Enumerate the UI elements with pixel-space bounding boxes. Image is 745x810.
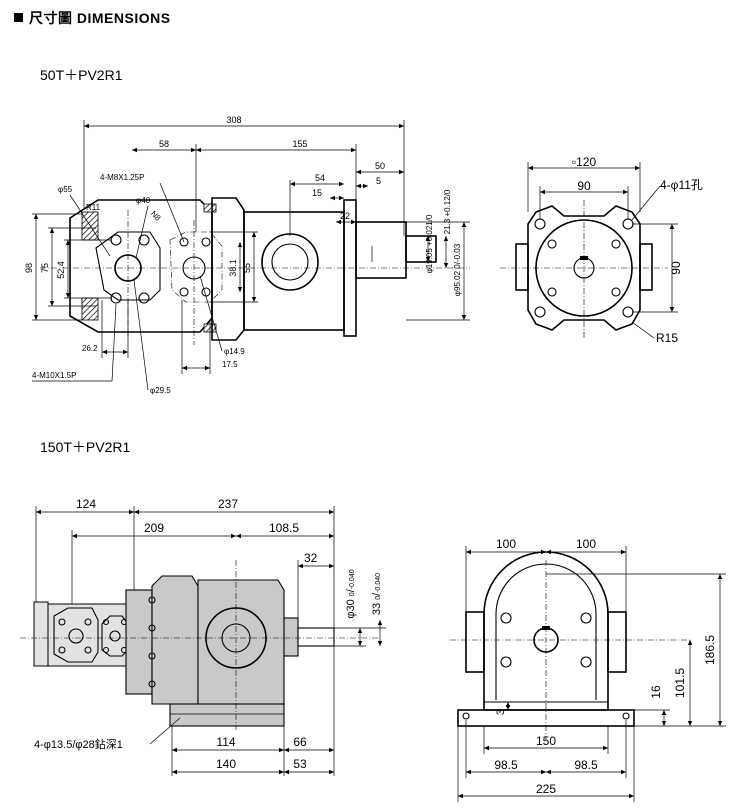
dim-100-left: 100 xyxy=(496,537,516,551)
dim-15: 15 xyxy=(312,188,322,198)
page-title: 尺寸圖 DIMENSIONS xyxy=(14,8,171,28)
seal-plate-lower-left xyxy=(81,297,99,321)
dim-53: 53 xyxy=(293,757,307,771)
label-phi29-5: φ29.5 xyxy=(150,386,171,395)
dim-38-1: 38.1 xyxy=(228,259,238,277)
dim-308: 308 xyxy=(226,115,241,125)
dim-186-5: 186.5 xyxy=(703,635,717,665)
label-shaft-phi: φ19.05 +0.021/0 xyxy=(425,214,434,273)
dim-75: 75 xyxy=(40,263,50,273)
dim-108-5: 108.5 xyxy=(269,521,299,535)
label-r15: R15 xyxy=(656,331,678,345)
dim-sq120: ▫120 xyxy=(572,155,597,169)
dim-225: 225 xyxy=(536,782,556,796)
small-pump-end-cap xyxy=(33,601,49,667)
label-r11: R11 xyxy=(86,203,101,212)
label-n8: N8 xyxy=(149,209,163,223)
dim-16: 16 xyxy=(649,685,663,699)
front-flange-a xyxy=(527,205,641,331)
dim-26-2: 26.2 xyxy=(82,344,98,353)
dim-52-4: 52.4 xyxy=(56,261,66,279)
dim-209: 209 xyxy=(144,521,164,535)
model-b-dimensions: 124 237 209 108.5 32 φ30 0/-0.040 33 0/-… xyxy=(34,497,386,776)
dim-124: 124 xyxy=(76,497,96,511)
shaft-a xyxy=(405,235,437,263)
page-title-text: 尺寸圖 DIMENSIONS xyxy=(29,10,171,26)
model-b-side-view xyxy=(20,560,380,730)
dim-155: 155 xyxy=(292,139,307,149)
dim-98-5-right: 98.5 xyxy=(574,758,598,772)
label-mount-thread: 4-M10X1.5P xyxy=(32,371,76,380)
label-4-holes-13-5: 4-φ13.5/φ28鉆深1 xyxy=(34,737,123,751)
shaft-b xyxy=(297,627,335,647)
seal-plate-upper-mid xyxy=(203,203,217,213)
model-a-title: 50T＋PV2R1 xyxy=(40,67,123,83)
main-pump-body xyxy=(243,211,345,331)
model-a-front-view xyxy=(500,200,668,340)
dim-66: 66 xyxy=(293,735,307,749)
dim-150: 150 xyxy=(536,734,556,748)
side-boss-right-b xyxy=(607,611,627,673)
label-shaft-phi30: φ30 0/-0.040 xyxy=(345,569,357,618)
dim-237: 237 xyxy=(218,497,238,511)
dim-100-right: 100 xyxy=(576,537,596,551)
dim-98: 98 xyxy=(24,263,34,273)
label-4-holes-11: 4-φ11孔 xyxy=(660,178,703,192)
bolt-hole-2 xyxy=(138,234,150,246)
base-foot-b xyxy=(169,703,285,727)
main-port-outer xyxy=(261,233,319,291)
bolt-hole-8 xyxy=(201,287,211,297)
model-a-dimensions: 308 58 155 50 54 5 15 22 4-M8X1.25P φ55 … xyxy=(24,115,470,395)
side-port-left xyxy=(515,243,529,291)
side-boss-left-b xyxy=(465,611,485,673)
label-key-33: 33 0/-0.040 xyxy=(371,573,383,615)
dim-3: 3 xyxy=(495,709,507,715)
side-port-right xyxy=(639,243,653,291)
bolt-hole-4 xyxy=(138,292,150,304)
bolt-hole-7 xyxy=(179,287,189,297)
dim-17-5: 17.5 xyxy=(222,360,238,369)
model-a-front-dimensions: ▫120 90 4-φ11孔 90 R15 xyxy=(527,155,703,345)
label-phi14-9: φ14.9 xyxy=(224,347,245,356)
port-flange-b xyxy=(169,231,223,303)
label-key-height: 21.3 +0.12/0 xyxy=(443,189,452,234)
model-a-side-view xyxy=(40,197,470,345)
dim-114: 114 xyxy=(216,735,235,749)
bolt-hole-5 xyxy=(179,237,189,247)
bullet-square-icon xyxy=(14,13,23,22)
main-port-inner xyxy=(271,243,309,281)
label-port-thread: 4-M8X1.25P xyxy=(100,173,144,182)
dim-5: 5 xyxy=(376,176,381,186)
bolt-hole-1 xyxy=(110,234,122,246)
end-cover-b xyxy=(151,575,199,705)
bolt-hole-6 xyxy=(201,237,211,247)
model-b-front-view xyxy=(450,551,690,740)
model-b-front-dimensions: 100 100 186.5 101.5 16 3 150 98.5 98.5 2… xyxy=(457,537,726,802)
shaft-boss-b xyxy=(283,617,299,657)
main-pump-body-b xyxy=(197,579,285,705)
dim-58: 58 xyxy=(159,139,169,149)
port-flange-a xyxy=(95,231,161,301)
label-phi55: φ55 xyxy=(58,185,73,194)
dim-32: 32 xyxy=(304,551,318,565)
model-b-title: 150T＋PV2R1 xyxy=(40,439,131,455)
label-phi40: φ40 xyxy=(136,196,151,205)
dim-140: 140 xyxy=(216,757,236,771)
dim-55: 55 xyxy=(242,263,252,273)
dim-22: 22 xyxy=(340,211,350,221)
label-pilot-phi: φ95.02 0/-0.03 xyxy=(453,243,462,296)
pilot-boss xyxy=(355,221,407,279)
dim-90-horizontal: 90 xyxy=(577,179,591,193)
dim-101-5: 101.5 xyxy=(673,668,687,698)
adapter-block-b xyxy=(125,589,153,695)
dim-98-5-left: 98.5 xyxy=(494,758,518,772)
dim-54: 54 xyxy=(315,173,325,183)
small-pump-flange xyxy=(53,607,99,663)
dim-50: 50 xyxy=(375,161,385,171)
dim-90-vertical: 90 xyxy=(669,261,683,275)
